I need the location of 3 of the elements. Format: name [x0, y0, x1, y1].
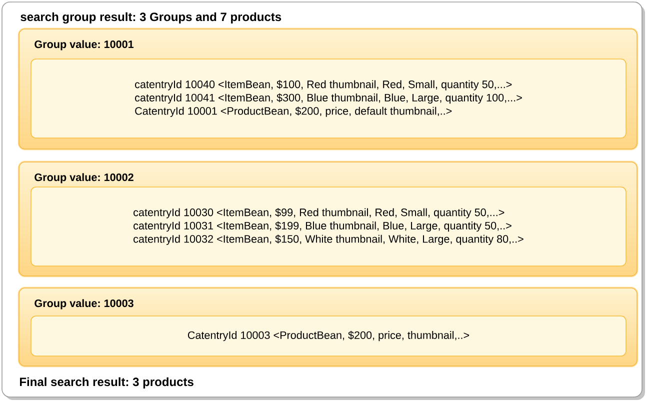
record-box: CatentryId 10003 <ProductBean, $200, price, thumbnail,..>: [30, 316, 626, 356]
record-box: catentryId 10040 <ItemBean, $100, Red thumbnail, Red, Small, quantity 50,...> catentryId 10041 <ItemBean, $300, Blue thumbnail, Blue, Large, quantity 100,...> CatentryId 10001 <ProductBean, $200, price, default thumbnail,..>: [30, 58, 626, 138]
record-box: catentryId 10030 <ItemBean, $99, Red thumbnail, Red, Small, quantity 50,...> catentryId 10031 <ItemBean, $199, Blue thumbnail, Blue, Large, quantity 50,..> catentryId 10032 <ItemBean, $150, White thumbnail, White, Large, quantity 80,..>: [30, 186, 626, 266]
